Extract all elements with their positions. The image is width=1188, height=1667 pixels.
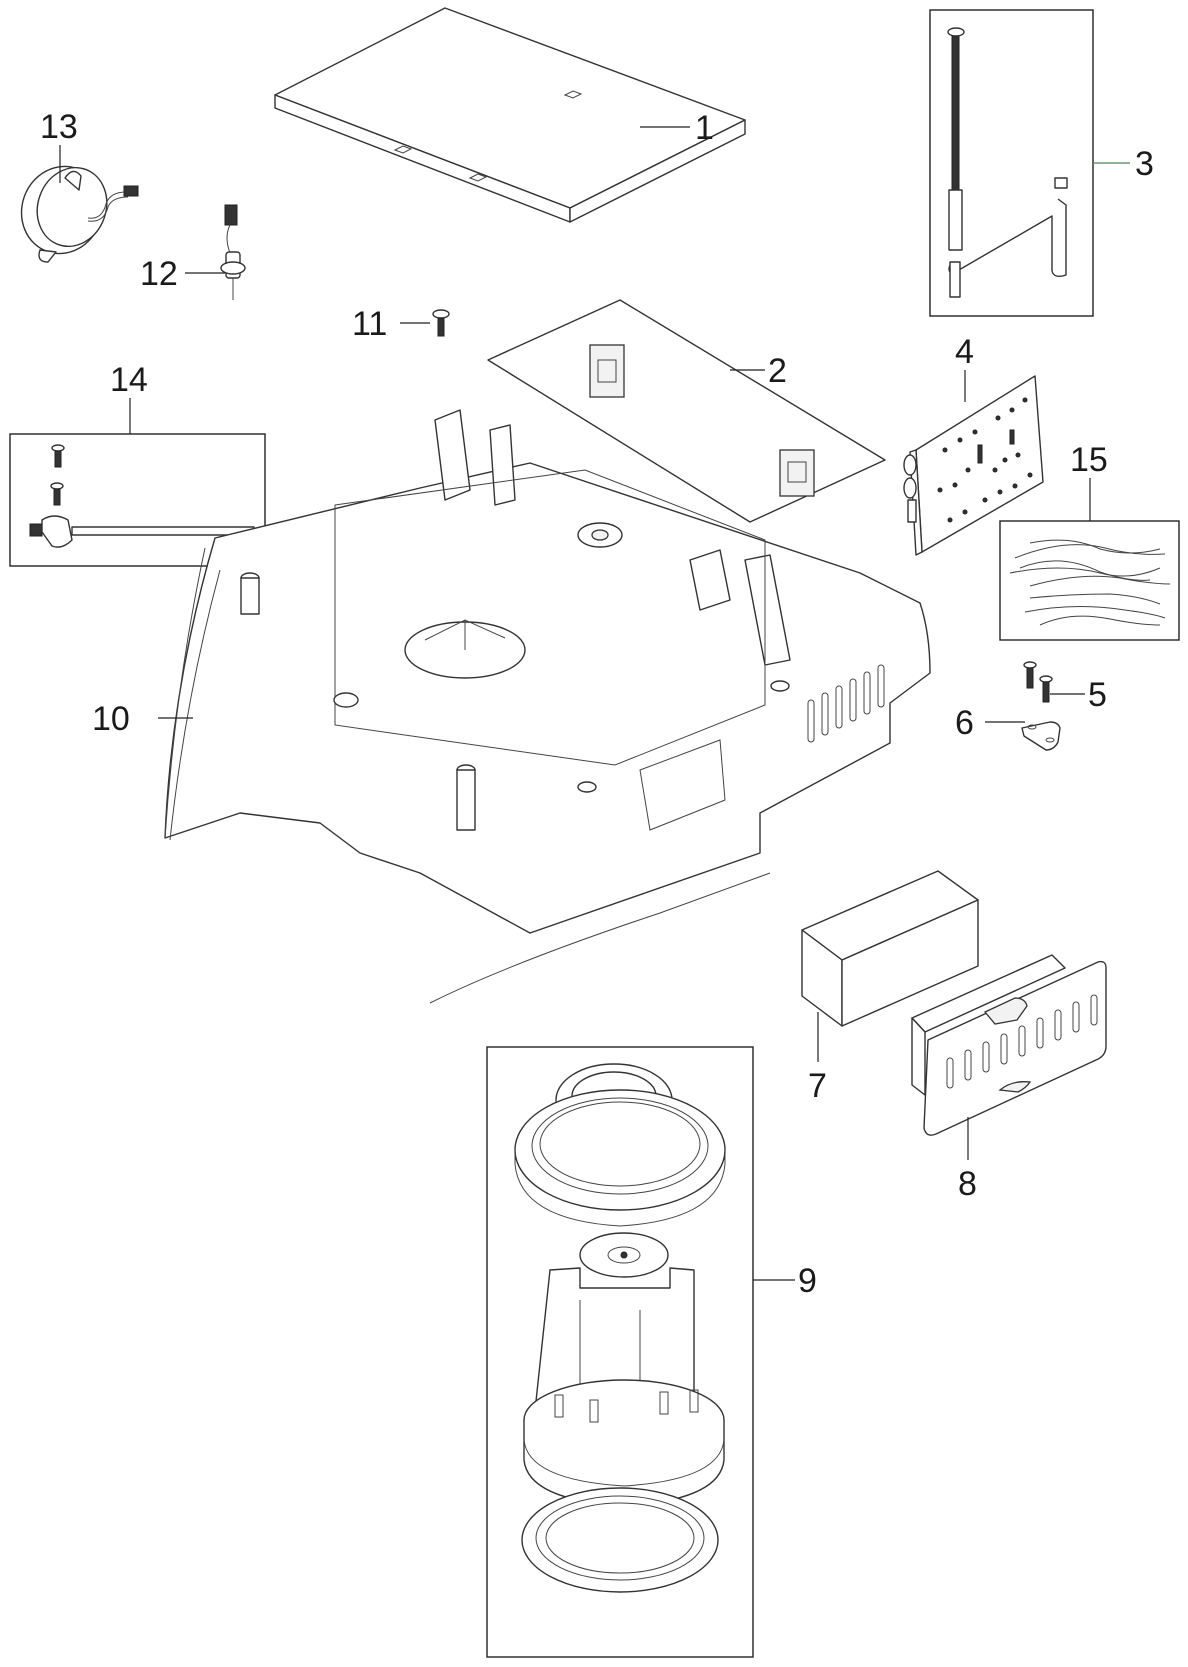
callout-7: 7: [808, 1067, 827, 1105]
part-15-wire-harness-set[interactable]: [999, 520, 1180, 641]
callout-12: 12: [140, 255, 178, 293]
callout-14: 14: [110, 361, 148, 399]
callout-9: 9: [798, 1262, 817, 1300]
callout-11: 11: [352, 305, 387, 343]
callout-8: 8: [958, 1165, 977, 1203]
part-4-circuit-board[interactable]: [903, 375, 1044, 556]
part-12-sensor[interactable]: [220, 204, 246, 300]
callout-4: 4: [955, 333, 974, 371]
leader-lines: [59, 126, 1130, 1281]
callout-3: 3: [1135, 145, 1154, 183]
callout-5: 5: [1088, 676, 1107, 714]
part-9-motor-kit[interactable]: [486, 1046, 754, 1658]
part-5-screws[interactable]: [1023, 661, 1053, 703]
callout-labels: 1 2 3 4 5 6 7 8 9 10 11 12 13 14 15: [40, 108, 1154, 1300]
part-11-screw[interactable]: [432, 309, 450, 337]
part-1-cover-plate[interactable]: [274, 7, 746, 223]
callout-1: 1: [695, 109, 714, 147]
part-6-bracket[interactable]: [1021, 721, 1061, 751]
callout-15: 15: [1070, 441, 1108, 479]
part-8-grille-cover[interactable]: [911, 954, 1107, 1136]
part-13-buzzer[interactable]: [9, 155, 139, 265]
part-2-clip-sheet[interactable]: [487, 299, 886, 523]
callout-2: 2: [768, 352, 787, 390]
callout-6: 6: [955, 704, 974, 742]
part-10-motor-housing[interactable]: [164, 409, 931, 1004]
callout-13: 13: [40, 108, 78, 146]
part-7-foam-filter[interactable]: [801, 870, 979, 1027]
part-3-level-sensor-kit[interactable]: [929, 9, 1094, 317]
callout-10: 10: [92, 700, 130, 738]
